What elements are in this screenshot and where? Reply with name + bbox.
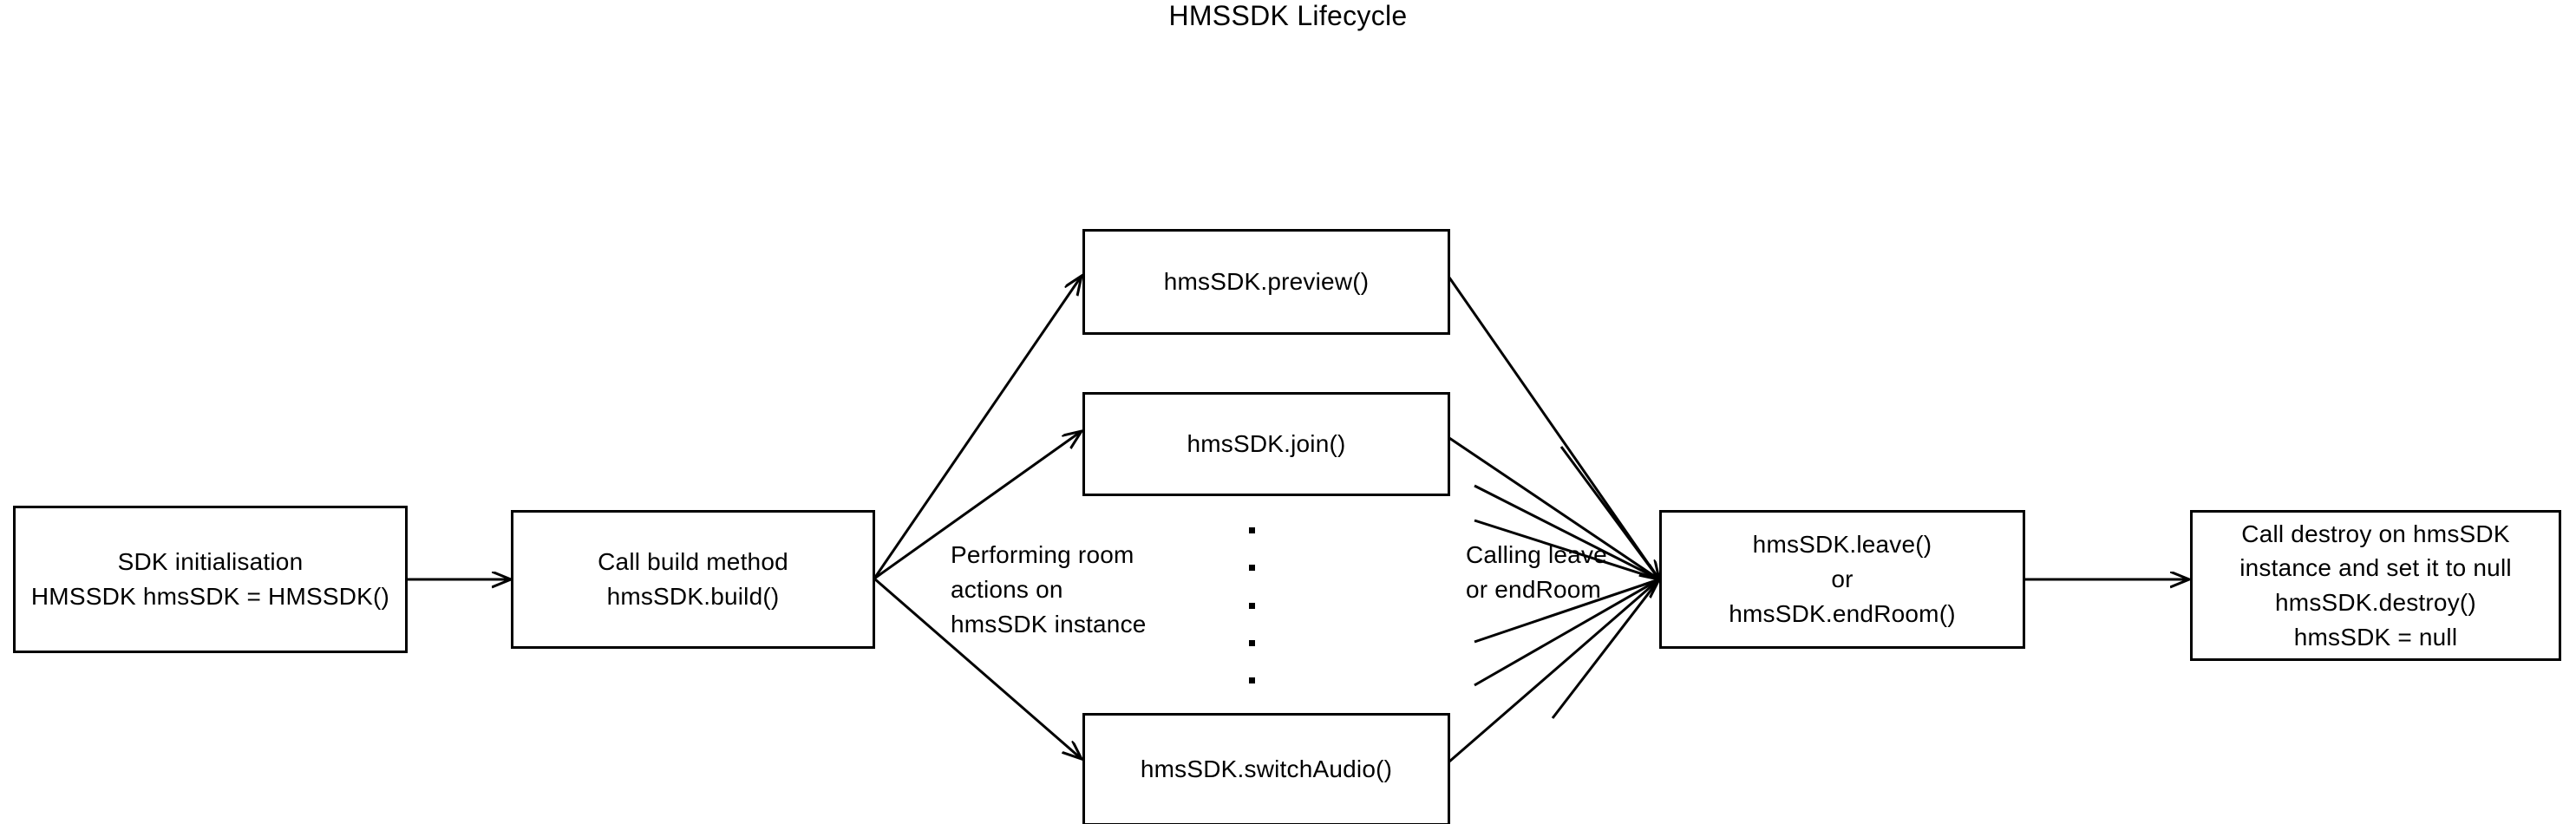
vertical-ellipsis bbox=[1246, 527, 1258, 683]
diagram-title: HMSSDK Lifecycle bbox=[1168, 0, 1408, 31]
edge-switchaudio-to-leave bbox=[1448, 579, 1659, 763]
node-line: hmsSDK.destroy() bbox=[2275, 589, 2476, 616]
node-line: hmsSDK = null bbox=[2293, 623, 2458, 651]
node-hmssdk-preview[interactable]: hmsSDK.preview() bbox=[1082, 229, 1450, 335]
node-line: instance and set it to null bbox=[2239, 554, 2512, 582]
node-hmssdk-leave-or-endroom[interactable]: hmsSDK.leave() or hmsSDK.endRoom() bbox=[1659, 510, 2025, 649]
node-line: hmsSDK.preview() bbox=[1163, 268, 1370, 296]
edge-label-line: Calling leave bbox=[1466, 541, 1607, 568]
edge-label-line: Performing room bbox=[951, 541, 1134, 568]
node-line: hmsSDK.build() bbox=[606, 583, 780, 610]
ellipsis-dot bbox=[1248, 527, 1255, 533]
edge-label-line: or endRoom bbox=[1466, 575, 1602, 603]
node-line: HMSSDK hmsSDK = HMSSDK() bbox=[30, 583, 390, 610]
node-line: SDK initialisation bbox=[117, 548, 304, 576]
ellipsis-dot bbox=[1248, 602, 1255, 609]
node-line: hmsSDK.leave() bbox=[1752, 531, 1932, 559]
node-line: hmsSDK.join() bbox=[1187, 430, 1346, 458]
edge-label-line: actions on bbox=[951, 575, 1063, 603]
node-line: or bbox=[1831, 566, 1854, 593]
node-sdk-initialisation[interactable]: SDK initialisation HMSSDK hmsSDK = HMSSD… bbox=[13, 506, 408, 653]
edge-preview-to-leave bbox=[1448, 277, 1659, 579]
node-line: hmsSDK.endRoom() bbox=[1729, 599, 1956, 627]
node-hmssdk-switchaudio[interactable]: hmsSDK.switchAudio() bbox=[1082, 713, 1450, 824]
ellipsis-dot bbox=[1248, 677, 1255, 683]
node-line: Call build method bbox=[598, 548, 788, 576]
edge-label-line: hmsSDK instance bbox=[951, 610, 1147, 638]
node-call-destroy[interactable]: Call destroy on hmsSDK instance and set … bbox=[2190, 510, 2561, 661]
ellipsis-dot bbox=[1248, 639, 1255, 646]
edge-label-calling-leave-or-endroom: Calling leave or endRoom bbox=[1466, 538, 1607, 607]
node-line: hmsSDK.switchAudio() bbox=[1140, 755, 1393, 783]
node-hmssdk-join[interactable]: hmsSDK.join() bbox=[1082, 392, 1450, 496]
node-line: Call destroy on hmsSDK bbox=[2241, 520, 2510, 547]
node-call-build-method[interactable]: Call build method hmsSDK.build() bbox=[511, 510, 875, 649]
edge-build-to-preview bbox=[873, 276, 1082, 579]
ellipsis-dot bbox=[1248, 565, 1255, 572]
edge-label-performing-room-actions: Performing room actions on hmsSDK instan… bbox=[951, 538, 1147, 641]
